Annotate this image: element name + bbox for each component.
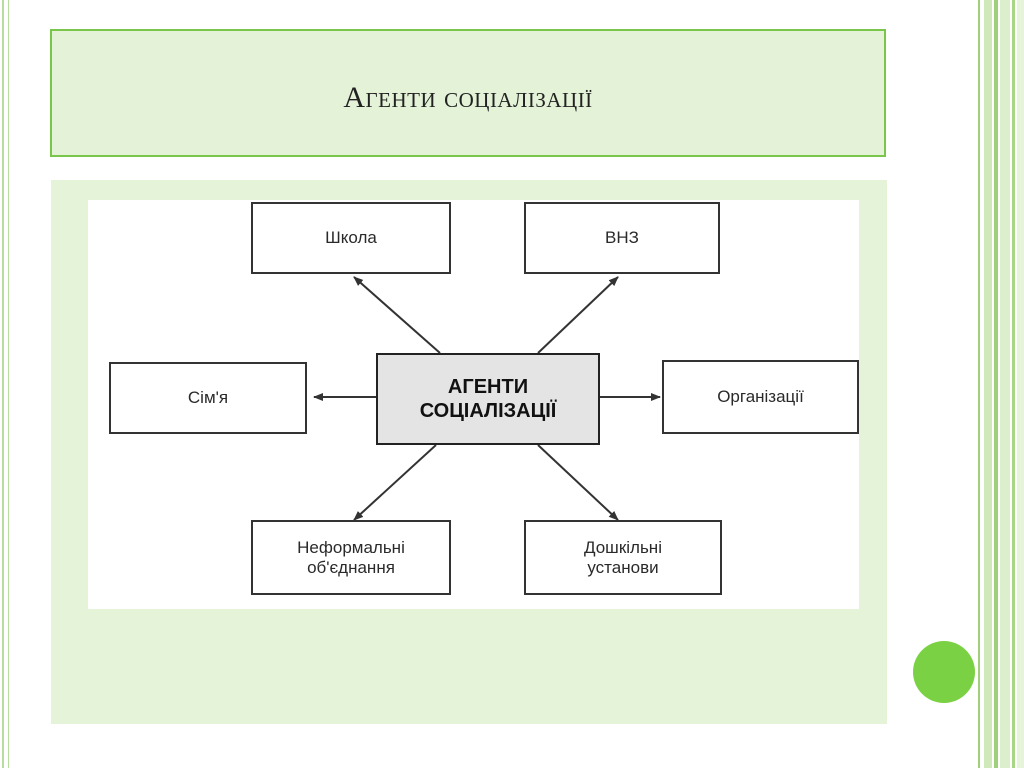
right-stripe-4 bbox=[1000, 0, 1010, 768]
slide-title: Агенти соціалізації bbox=[343, 81, 593, 114]
right-stripe-1 bbox=[978, 0, 980, 768]
left-border-line-inner bbox=[8, 0, 9, 768]
node-family: Сім'я bbox=[109, 362, 307, 434]
node-family-label: Сім'я bbox=[187, 388, 229, 407]
right-stripe-6 bbox=[1017, 0, 1024, 768]
node-preschool-label: Дошкільні установи bbox=[584, 537, 662, 577]
arrow-to-informal bbox=[353, 444, 437, 521]
arrow-to-school bbox=[353, 276, 441, 354]
slide-title-box: Агенти соціалізації bbox=[50, 29, 886, 157]
left-border-line-outer bbox=[2, 0, 4, 768]
arrow-to-university bbox=[537, 276, 619, 354]
node-informal-label: Неформальні об'єднання bbox=[297, 537, 405, 577]
node-center: АГЕНТИ СОЦІАЛІЗАЦІЇ bbox=[376, 353, 600, 445]
arrow-to-preschool bbox=[537, 444, 619, 521]
right-stripe-3 bbox=[994, 0, 998, 768]
agents-diagram: Школа ВНЗ Сім'я АГЕНТИ СОЦІАЛІЗАЦІЇ Орга… bbox=[88, 200, 859, 609]
node-university-label: ВНЗ bbox=[605, 228, 639, 247]
node-school: Школа bbox=[251, 202, 451, 274]
node-university: ВНЗ bbox=[524, 202, 720, 274]
node-organizations: Організації bbox=[662, 360, 859, 434]
decorative-green-circle bbox=[913, 641, 975, 703]
diagram-arrows bbox=[313, 276, 661, 521]
node-school-label: Школа bbox=[325, 228, 377, 247]
node-organizations-label: Організації bbox=[717, 387, 804, 406]
right-stripe-5 bbox=[1012, 0, 1015, 768]
right-stripe-2 bbox=[984, 0, 992, 768]
node-preschool: Дошкільні установи bbox=[524, 520, 722, 595]
node-center-label: АГЕНТИ СОЦІАЛІЗАЦІЇ bbox=[419, 376, 557, 422]
node-informal: Неформальні об'єднання bbox=[251, 520, 451, 595]
